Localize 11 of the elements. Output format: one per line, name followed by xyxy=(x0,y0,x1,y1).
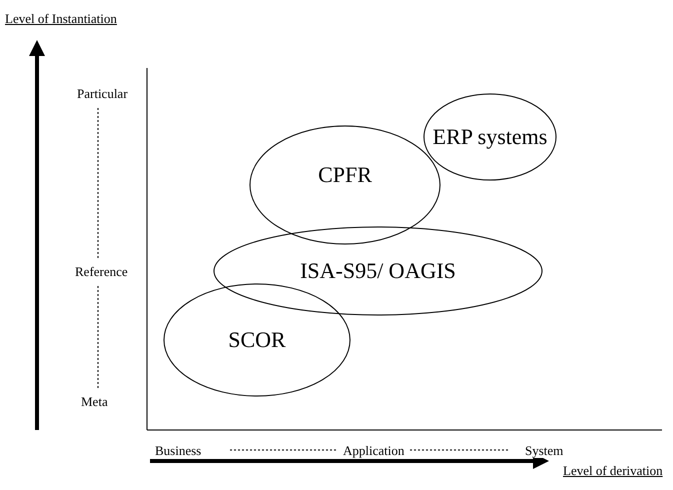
level-label: Reference xyxy=(75,264,128,279)
level-label: System xyxy=(525,443,564,458)
ellipse-label: CPFR xyxy=(318,162,372,188)
ellipse-label: ISA-S95/ OAGIS xyxy=(300,258,456,284)
ellipse-label: ERP systems xyxy=(432,124,548,150)
level-label: Particular xyxy=(77,86,128,101)
level-label: Application xyxy=(343,443,404,458)
axis-title: Level of derivation xyxy=(563,463,663,478)
level-label: Business xyxy=(155,443,202,458)
ellipse-label: SCOR xyxy=(228,327,286,353)
axis-title: Level of Instantiation xyxy=(5,11,117,26)
